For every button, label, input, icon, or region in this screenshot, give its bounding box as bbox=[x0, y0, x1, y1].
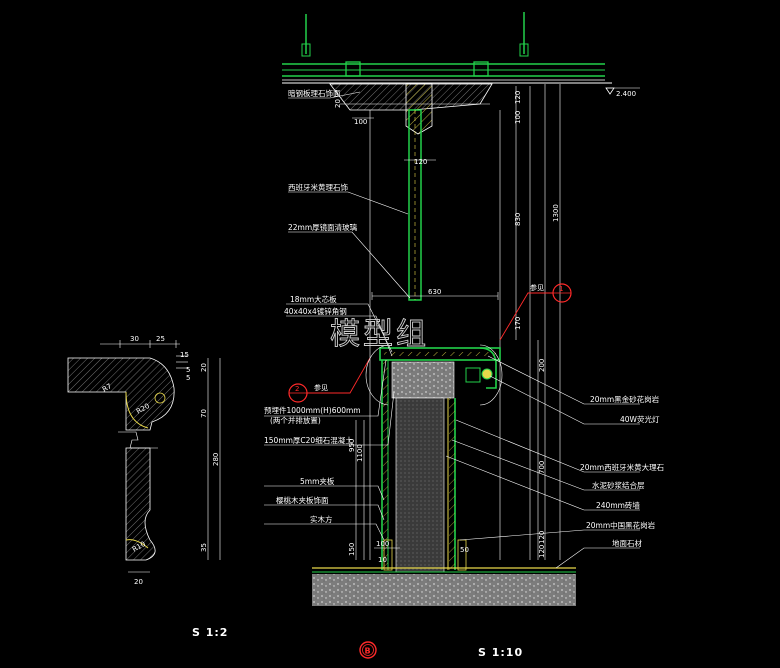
label-beige-marble: 20mm西班牙米黄大理石 bbox=[580, 462, 665, 472]
detail-dim-280: 280 bbox=[212, 453, 220, 466]
label-cherry-veneer: 樱桃木夹板饰面 bbox=[276, 495, 329, 505]
dim-120d: 120 bbox=[538, 531, 546, 544]
dim-10: 10 bbox=[378, 556, 387, 564]
label-brick-wall: 240mm砖墙 bbox=[596, 500, 640, 510]
callout-2-number: 2 bbox=[295, 385, 299, 393]
dim-120a: 120 bbox=[514, 91, 522, 104]
label-blockboard: 18mm大芯板 bbox=[290, 294, 337, 304]
detail-dim-20: 20 bbox=[200, 363, 208, 372]
column-capital bbox=[329, 83, 493, 135]
dim-100a: 100 bbox=[354, 118, 367, 126]
label-black-granite: 20mm黑金砂花岗岩 bbox=[590, 394, 660, 404]
label-embedded-note: (两个并排放置) bbox=[270, 415, 321, 425]
dim-700: 700 bbox=[538, 461, 546, 474]
dim-1100: 1100 bbox=[356, 444, 364, 462]
main-section: 2.400 bbox=[264, 12, 665, 606]
detail-dim-35: 35 bbox=[200, 543, 208, 552]
dim-150: 150 bbox=[348, 543, 356, 556]
detail-callout-2[interactable]: 2 参见 bbox=[288, 344, 389, 406]
dim-200: 200 bbox=[538, 359, 546, 372]
profile-detail: 30 25 15 20 5 5 70 280 R7 R20 R10 20 35 bbox=[67, 335, 221, 586]
callout-1-text: 参见 bbox=[530, 283, 544, 292]
level-mark: 2.400 bbox=[605, 87, 640, 98]
callout-2-text: 参见 bbox=[314, 383, 328, 392]
dim-120b: 120 bbox=[414, 158, 427, 166]
dim-20: 20 bbox=[334, 99, 342, 108]
detail-dim-r7: R7 bbox=[101, 382, 113, 394]
dim-950: 950 bbox=[348, 439, 356, 452]
detail-dim-20b: 20 bbox=[134, 578, 143, 586]
ceiling-keel bbox=[282, 61, 612, 84]
dim-100c: 100 bbox=[376, 540, 389, 548]
detail-callout-1[interactable]: 1 参见 bbox=[479, 283, 572, 406]
detail-dim-15: 15 bbox=[180, 351, 189, 359]
label-timber: 实木方 bbox=[310, 514, 333, 524]
brick-wall bbox=[395, 397, 445, 573]
dim-830: 830 bbox=[514, 213, 522, 226]
dim-1300: 1300 bbox=[552, 204, 560, 222]
floor bbox=[312, 567, 576, 606]
label-embedded-part: 预埋件1000mm(H)600mm bbox=[264, 405, 361, 415]
dim-100b: 100 bbox=[514, 111, 522, 124]
concrete-block bbox=[391, 361, 455, 399]
watermark-text: 模型组 bbox=[330, 317, 429, 352]
label-glass: 22mm厚镜面清玻璃 bbox=[288, 222, 358, 232]
dim-170: 170 bbox=[514, 317, 522, 330]
detail-dim-25: 25 bbox=[156, 335, 165, 343]
glass-panel bbox=[408, 109, 422, 301]
dim-120c: 120 bbox=[538, 545, 546, 558]
level-mark-text: 2.400 bbox=[616, 90, 636, 98]
detail-dim-5a: 5 bbox=[186, 366, 190, 374]
counter-top bbox=[379, 347, 501, 389]
section-mark-letter: B bbox=[365, 647, 371, 656]
dim-630: 630 bbox=[428, 288, 441, 296]
dim-50: 50 bbox=[460, 546, 469, 554]
label-floor-stone: 地面石材 bbox=[612, 538, 642, 548]
label-angle-steel: 40x40x4镀锌角钢 bbox=[284, 306, 347, 316]
label-plywood: 5mm夹板 bbox=[300, 476, 335, 486]
dimension-lines bbox=[352, 86, 539, 560]
label-china-black: 20mm中国黑花岗岩 bbox=[586, 520, 656, 530]
label-marble-steel: 暗钢板理石饰面 bbox=[288, 88, 341, 98]
cladding bbox=[381, 360, 467, 571]
detail-scale-label: S 1:2 bbox=[192, 626, 228, 639]
label-concrete: 150mm厚C20细石混凝土 bbox=[264, 435, 353, 445]
label-fluorescent: 40W荧光灯 bbox=[620, 414, 660, 424]
section-mark[interactable]: B bbox=[359, 641, 377, 659]
detail-dim-5b: 5 bbox=[186, 374, 190, 382]
callout-1-number: 1 bbox=[559, 285, 563, 293]
label-spanish-marble: 西班牙米黄理石饰 bbox=[288, 182, 348, 192]
detail-dim-30: 30 bbox=[130, 335, 139, 343]
section-scale-label: S 1:10 bbox=[478, 646, 523, 659]
detail-dim-70: 70 bbox=[200, 409, 208, 418]
label-mortar: 水泥砂浆结合层 bbox=[592, 480, 645, 490]
